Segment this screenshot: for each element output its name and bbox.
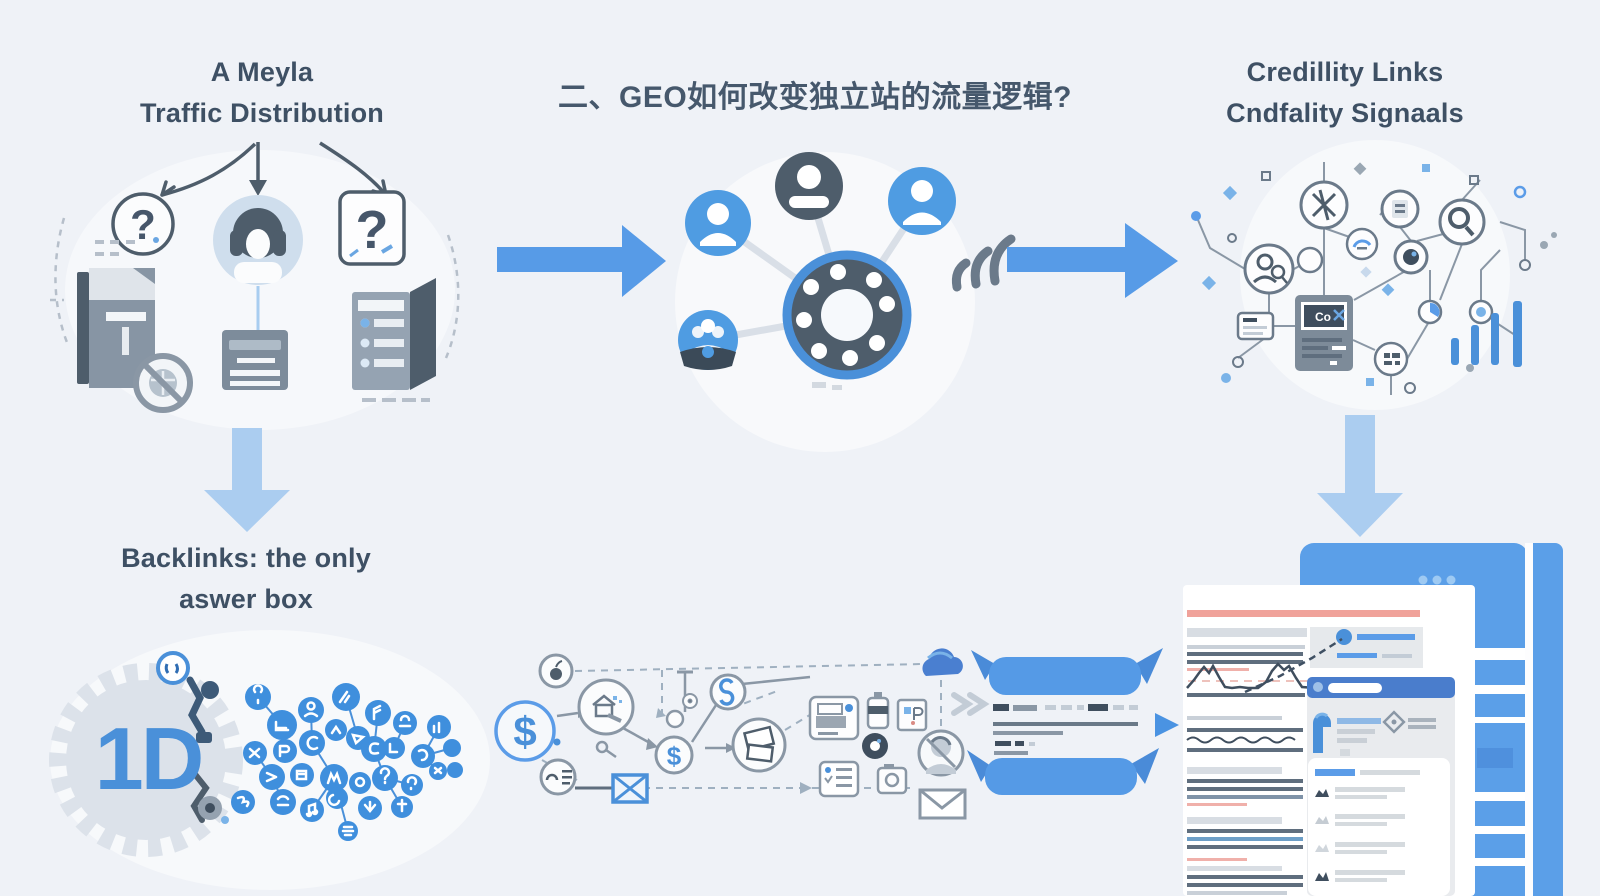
arrow-right-icon (1155, 713, 1179, 737)
profile-card (1310, 627, 1423, 668)
backlinks-illustration (49, 630, 490, 890)
title-line: Cndfality Signaals (1226, 98, 1464, 128)
blocked-book-icon (77, 240, 155, 388)
user-node-icon (775, 152, 843, 220)
artifact-marks (812, 382, 842, 390)
content-card-icon (222, 330, 288, 390)
gear-icon (49, 663, 243, 857)
printer-icon (808, 695, 860, 741)
growth-bars-icon (1451, 301, 1522, 367)
user-search-node-icon (1243, 243, 1295, 295)
title-line: Traffic Distribution (139, 98, 384, 128)
svg-text:$: $ (513, 708, 536, 755)
badge-icon (156, 651, 190, 685)
target-node-icon (1468, 299, 1494, 325)
search-pill (1328, 683, 1382, 693)
webcam-icon (876, 764, 908, 795)
user-node-icon (685, 190, 751, 256)
monetization-flow-illustration: $ $ (494, 648, 990, 820)
flow-arrow-down-icon (1317, 415, 1403, 537)
title-top-right: Credillity Links Cndfality Signaals (1145, 52, 1545, 134)
document-node-icon (1380, 189, 1420, 229)
signal-waves-icon (951, 234, 1016, 292)
dash-marks (362, 398, 430, 402)
snippet-text-lines (993, 704, 1138, 755)
apple-node-icon (538, 653, 574, 689)
title-line: A Meyla (210, 57, 314, 87)
crossed-x-node-icon (1299, 180, 1349, 230)
ink-bottle-icon (866, 692, 890, 730)
result-card (1307, 677, 1455, 896)
dashed-arrowheads (656, 708, 812, 794)
flow-arrow-right-icon (1007, 223, 1178, 298)
user-avatar-icon (213, 195, 303, 285)
no-index-icon (133, 353, 193, 413)
result-list (1308, 758, 1450, 896)
checklist-icon (818, 760, 860, 798)
tool-shapes (186, 676, 229, 824)
search-node-icon (1438, 198, 1486, 246)
chat-ribbon (971, 648, 1163, 695)
g-node-icon (709, 673, 747, 711)
dollar-circle-icon: $ (494, 700, 561, 762)
chat-ribbon (967, 748, 1159, 795)
idea-sketch-icon (577, 678, 635, 759)
monitor-node-icon: Co (1295, 295, 1353, 371)
question-mark-circle-icon: ? (111, 192, 175, 256)
envelope-outline-icon (918, 788, 967, 820)
gear-1d-label: 1D (94, 709, 205, 808)
person-silhouette-icon (917, 729, 965, 777)
title-top-center: 二、GEO如何改变独立站的流量逻辑? (515, 72, 1115, 116)
stats-node-icon (1373, 341, 1409, 377)
camera-node-icon (1393, 239, 1429, 275)
stamp-card-icon (896, 698, 928, 732)
pie-node-icon (1417, 299, 1443, 325)
community-hub-illustration (497, 152, 1178, 452)
id-card-node-icon (1236, 311, 1275, 341)
coin-circle-icon: $ (654, 735, 694, 775)
contact-circle-icon (539, 758, 577, 796)
title-bottom-left: Backlinks: the only aswer box (46, 538, 446, 620)
serp-page-illustration (1183, 543, 1563, 896)
diamond-icon (1382, 710, 1436, 734)
cluster-glyphs (236, 684, 443, 837)
window-stripes (1473, 648, 1528, 866)
solid-connectors (556, 675, 811, 790)
branch-arrows (160, 141, 388, 197)
title-line: Credillity Links (1246, 57, 1444, 87)
folder-circle-icon (731, 717, 787, 773)
camera-icon (862, 733, 888, 759)
cloud-icon (922, 648, 963, 676)
title-line: 二、GEO如何改变独立站的流量逻辑? (557, 81, 1072, 114)
credibility-network-illustration: Co (1191, 140, 1557, 410)
user-node-icon (888, 167, 956, 235)
card-profile (1313, 712, 1381, 756)
down-arrowhead (249, 180, 267, 196)
page-text-lines (1187, 645, 1305, 895)
trend-chart (1186, 637, 1343, 744)
answer-ribbons-illustration (967, 648, 1179, 795)
chevron-arrow-icon (951, 692, 990, 716)
hanging-sign-icon (665, 670, 698, 729)
title-top-left: A Meyla Traffic Distribution (62, 52, 462, 134)
envelope-icon (611, 773, 649, 804)
traffic-sources-illustration: ? ? (50, 141, 460, 430)
title-line: Backlinks: the only (121, 543, 371, 573)
node-circle (1296, 246, 1324, 274)
flow-arrow-down-icon (204, 428, 290, 532)
gauge-node-icon (1345, 227, 1379, 261)
page-red-bar (1187, 610, 1420, 617)
network-hub-icon (782, 250, 912, 380)
side-panel-column (1533, 543, 1563, 896)
svg-text:$: $ (667, 741, 682, 771)
flow-arrow-right-icon (497, 225, 666, 297)
title-line: aswer box (179, 584, 313, 614)
server-list-icon (352, 278, 436, 390)
dashed-frame (50, 217, 460, 359)
user-group-node-icon (678, 310, 738, 370)
question-mark-square-icon: ? (338, 190, 406, 266)
svg-text:Co: Co (1315, 310, 1331, 324)
